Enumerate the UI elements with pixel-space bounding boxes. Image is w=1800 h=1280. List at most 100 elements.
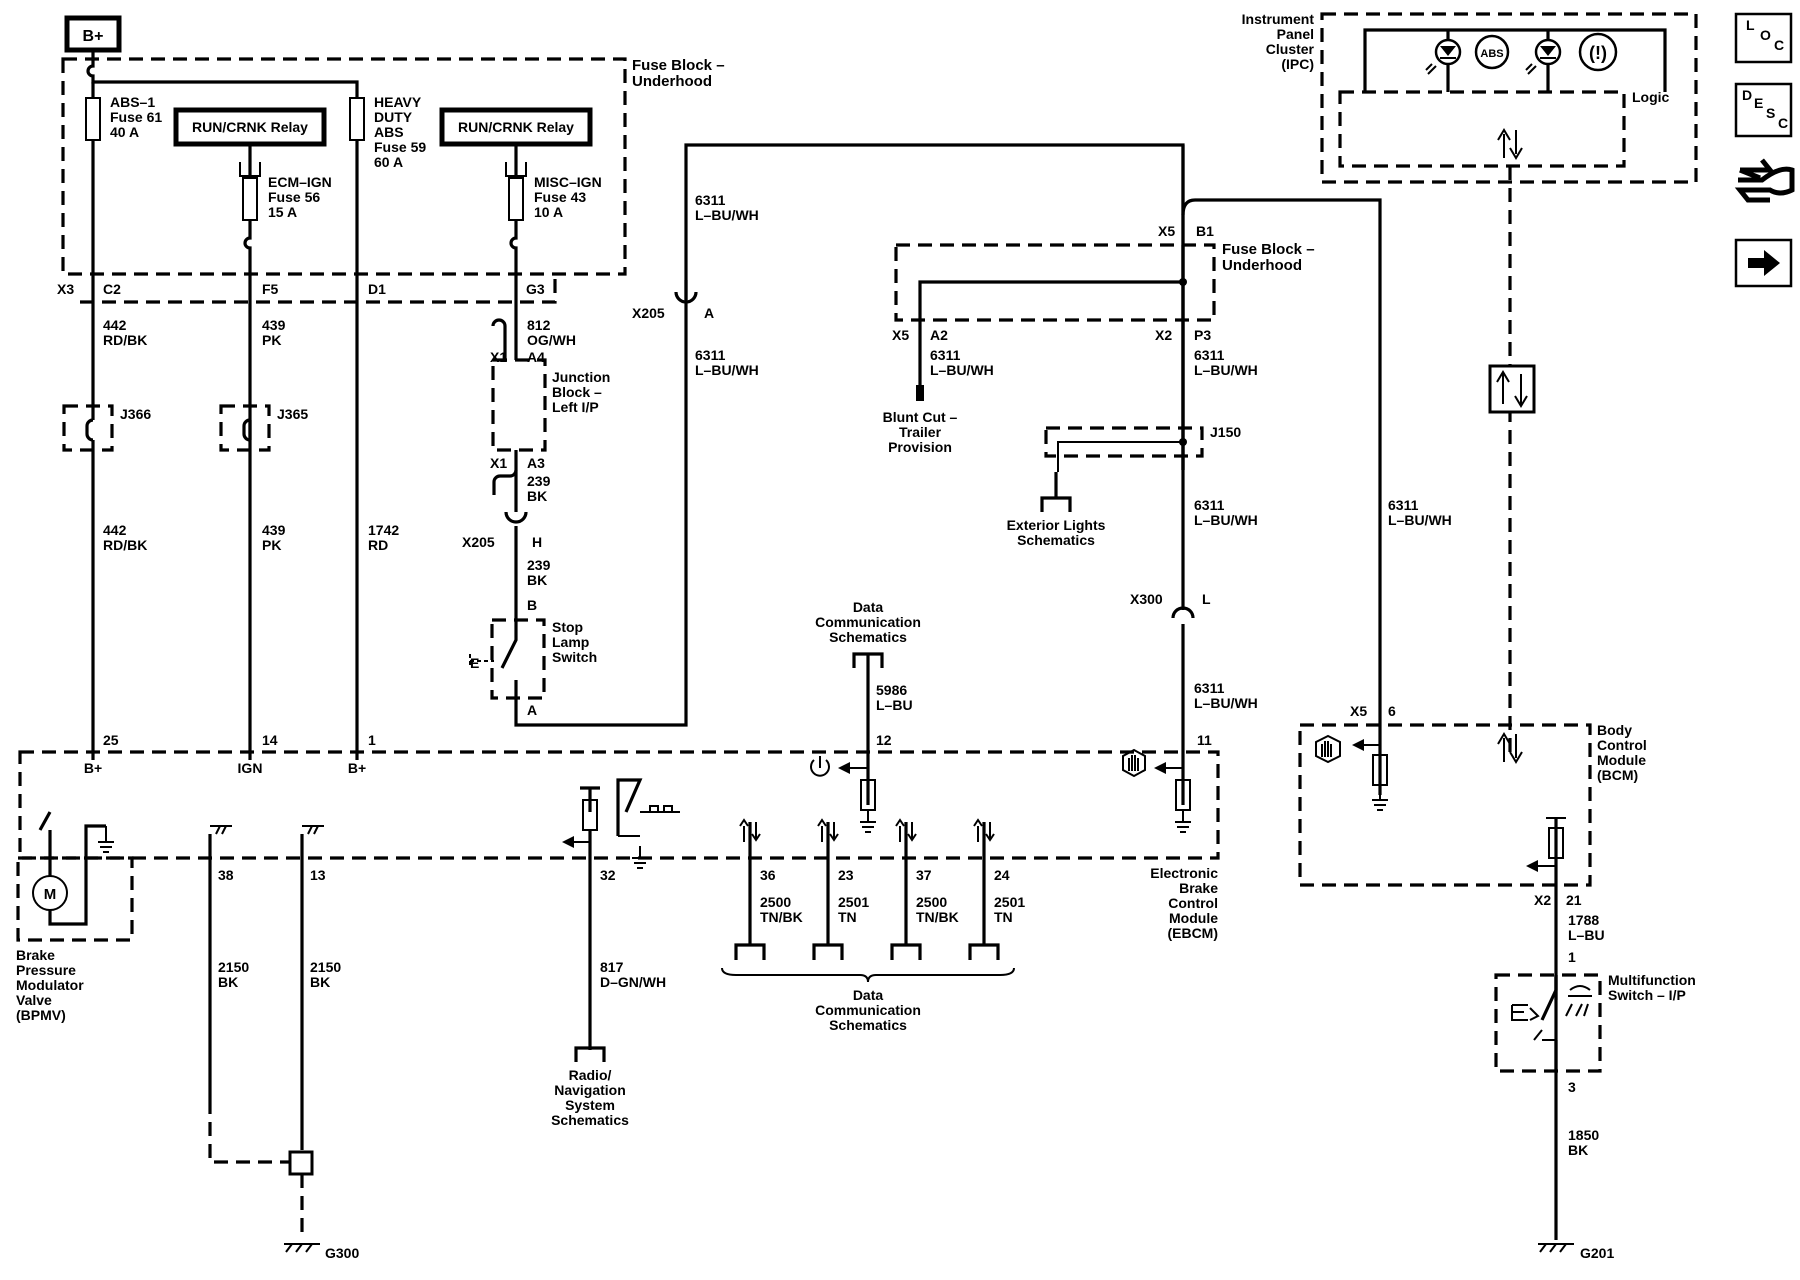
svg-text:A: A (704, 305, 714, 321)
svg-text:X5: X5 (1350, 703, 1367, 719)
svg-text:X1: X1 (490, 349, 507, 365)
svg-text:BK: BK (527, 572, 547, 588)
svg-text:439: 439 (262, 522, 286, 538)
svg-text:Data: Data (853, 599, 884, 615)
svg-text:B+: B+ (348, 760, 366, 776)
svg-text:P3: P3 (1194, 327, 1211, 343)
svg-text:6311: 6311 (695, 347, 726, 363)
svg-text:Exterior Lights: Exterior Lights (1007, 517, 1106, 533)
svg-text:Brake: Brake (1179, 880, 1218, 896)
svg-text:Navigation: Navigation (554, 1082, 626, 1098)
svg-text:F5: F5 (262, 281, 279, 297)
multifunction-switch-ip: Multifunction Switch – I/P 1 3 (1494, 949, 1696, 1095)
stop-lamp-switch: E B A Stop Lamp Switch (469, 597, 597, 718)
svg-text:HEAVY: HEAVY (374, 94, 422, 110)
svg-text:Radio/: Radio/ (569, 1067, 612, 1083)
svg-text:(IPC): (IPC) (1281, 56, 1314, 72)
svg-text:Schematics: Schematics (829, 1017, 907, 1033)
svg-text:(BPMV): (BPMV) (16, 1007, 66, 1023)
svg-text:RD/BK: RD/BK (103, 332, 147, 348)
svg-text:Control: Control (1168, 895, 1218, 911)
svg-text:Blunt Cut –: Blunt Cut – (883, 409, 958, 425)
next-arrow-button[interactable] (1734, 238, 1793, 288)
svg-text:10 A: 10 A (534, 204, 563, 220)
svg-text:C: C (1778, 115, 1788, 131)
svg-text:Trailer: Trailer (899, 424, 942, 440)
svg-text:E: E (1754, 95, 1763, 111)
svg-text:12: 12 (876, 732, 892, 748)
fuse-block-underhood-right: Fuse Block – Underhood X5 B1 X5 A2 X2 P3 (892, 223, 1315, 343)
inline-x205-a: X205 A (632, 305, 714, 321)
abs-indicator-icon: ABS (1425, 34, 1510, 75)
svg-text:13: 13 (310, 867, 326, 883)
svg-text:TN/BK: TN/BK (916, 909, 959, 925)
svg-text:(BCM): (BCM) (1597, 767, 1638, 783)
svg-text:6311: 6311 (1194, 347, 1225, 363)
svg-text:442: 442 (103, 522, 127, 538)
svg-text:ECM–IGN: ECM–IGN (268, 174, 332, 190)
svg-text:L–BU/WH: L–BU/WH (1194, 512, 1258, 528)
svg-text:2150: 2150 (310, 959, 341, 975)
description-button[interactable]: D E S C (1734, 82, 1793, 138)
exterior-lights-reference: Exterior Lights Schematics (1007, 472, 1106, 548)
svg-text:A3: A3 (527, 455, 545, 471)
inline-x205-h: X205 H (462, 534, 542, 550)
svg-text:X3: X3 (57, 281, 74, 297)
location-button[interactable]: L O C (1734, 12, 1793, 64)
splice-j366: J366 (62, 404, 151, 452)
blunt-cut-trailer-provision: Blunt Cut – Trailer Provision (883, 409, 958, 455)
bidirectional-arrow-bcm (1497, 732, 1523, 764)
svg-text:L–BU/WH: L–BU/WH (695, 362, 759, 378)
svg-text:(EBCM): (EBCM) (1167, 925, 1218, 941)
svg-text:Multifunction: Multifunction (1608, 972, 1696, 988)
svg-text:Panel: Panel (1277, 26, 1314, 42)
svg-text:Module: Module (1597, 752, 1646, 768)
svg-text:239: 239 (527, 557, 551, 573)
svg-text:TN: TN (838, 909, 857, 925)
svg-text:G201: G201 (1580, 1245, 1614, 1261)
svg-text:14: 14 (262, 732, 278, 748)
svg-text:Fuse 56: Fuse 56 (268, 189, 320, 205)
svg-text:RD: RD (368, 537, 388, 553)
svg-text:Electronic: Electronic (1150, 865, 1218, 881)
svg-text:J365: J365 (277, 406, 308, 422)
svg-text:X205: X205 (462, 534, 495, 550)
svg-text:DUTY: DUTY (374, 109, 413, 125)
wire-labels-817: 32 817 D–GN/WH (600, 867, 666, 990)
svg-text:3: 3 (1568, 1079, 1576, 1095)
svg-text:J366: J366 (120, 406, 151, 422)
svg-text:6311: 6311 (695, 192, 726, 208)
svg-text:Switch: Switch (552, 649, 597, 665)
svg-text:Fuse Block –: Fuse Block – (632, 57, 725, 74)
svg-text:L–BU: L–BU (876, 697, 913, 713)
svg-text:D–GN/WH: D–GN/WH (600, 974, 666, 990)
svg-text:Module: Module (1169, 910, 1218, 926)
wire-labels-mid-left: 812 OG/WH 239 BK 239 BK (527, 317, 576, 588)
svg-text:MISC–IGN: MISC–IGN (534, 174, 602, 190)
svg-text:A4: A4 (527, 349, 545, 365)
fuse-block-underhood-left: Fuse Block – Underhood (61, 57, 725, 276)
ground-g300: G300 (284, 1243, 359, 1261)
svg-text:D1: D1 (368, 281, 386, 297)
svg-text:B+: B+ (83, 28, 104, 45)
svg-text:Block –: Block – (552, 384, 602, 400)
bidirectional-arrow-ipc (1497, 128, 1523, 160)
svg-text:Communication: Communication (815, 1002, 921, 1018)
svg-text:Fuse Block –: Fuse Block – (1222, 241, 1315, 258)
svg-text:B: B (527, 597, 537, 613)
junction-block-left-ip: X1 A4 X1 A3 Junction Block – Left I/P (490, 349, 610, 471)
svg-text:ABS: ABS (374, 124, 404, 140)
svg-text:X5: X5 (1158, 223, 1175, 239)
svg-text:RD/BK: RD/BK (103, 537, 147, 553)
svg-text:Stop: Stop (552, 619, 583, 635)
svg-text:A: A (527, 702, 537, 718)
svg-text:Modulator: Modulator (16, 977, 84, 993)
svg-text:Data: Data (853, 987, 884, 1003)
svg-text:60 A: 60 A (374, 154, 403, 170)
connector-hand-icon[interactable] (1734, 158, 1795, 203)
svg-text:Schematics: Schematics (1017, 532, 1095, 548)
svg-text:Fuse 59: Fuse 59 (374, 139, 426, 155)
svg-text:(!): (!) (1589, 43, 1607, 63)
svg-text:1788: 1788 (1568, 912, 1599, 928)
inline-x300-l: X300 L (1130, 591, 1211, 607)
